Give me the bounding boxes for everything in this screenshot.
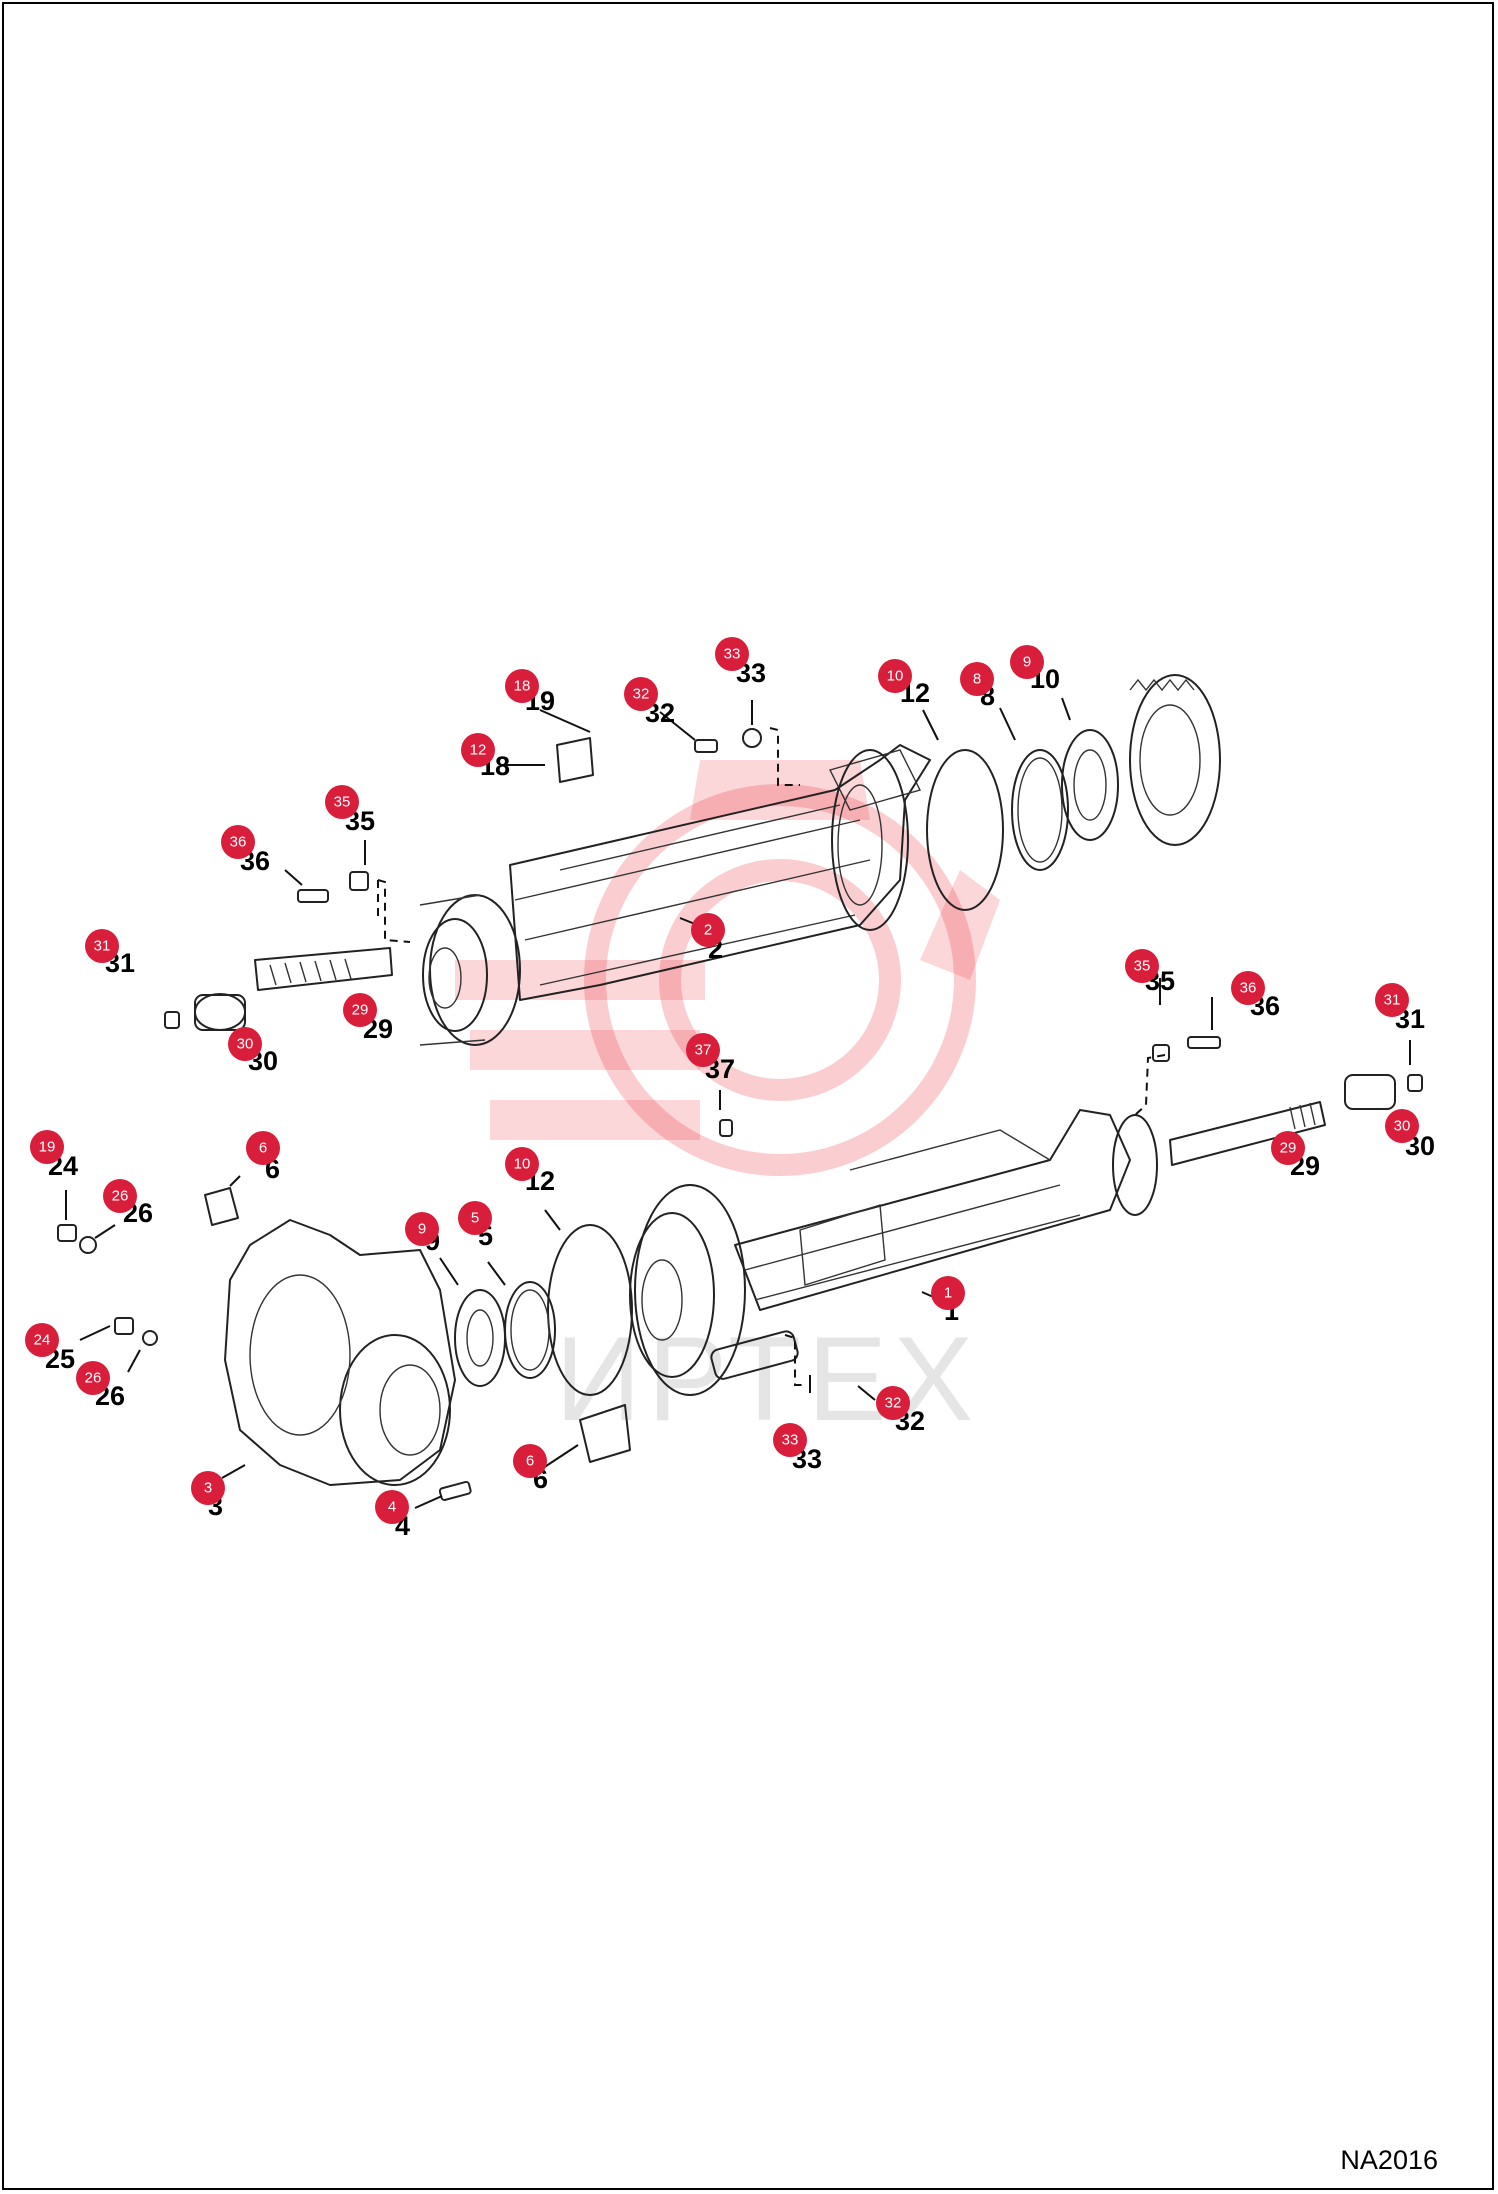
svg-text:26: 26 [85,1370,102,1387]
svg-text:29: 29 [352,1002,369,1019]
callout-10: 9 [1010,645,1044,679]
leader-lines [65,697,1411,1509]
svg-text:35: 35 [334,794,351,811]
svg-text:24: 24 [34,1332,51,1349]
svg-text:6: 6 [259,1140,267,1157]
lower-center-parts [454,1119,733,1463]
lower-axle-housing [629,1109,1158,1396]
callout-33-upper: 33 [715,637,749,671]
lower-left-differential-housing [57,1187,472,1501]
callout-25: 24 [25,1323,59,1357]
callout-29-upper: 29 [343,993,377,1027]
svg-text:9: 9 [418,1221,426,1238]
svg-text:36: 36 [1240,980,1257,997]
svg-text:30: 30 [1394,1118,1411,1135]
callout-30-upper: 30 [228,1027,262,1061]
svg-text:10: 10 [887,668,904,685]
callout-32-lower: 32 [876,1386,910,1420]
svg-text:6: 6 [526,1453,534,1470]
figure-code: NA2016 [1340,2145,1438,2175]
svg-text:30: 30 [237,1036,254,1053]
svg-text:31: 31 [1384,992,1401,1009]
svg-text:32: 32 [633,686,650,703]
callout-5: 5 [458,1201,492,1235]
svg-text:26: 26 [112,1188,129,1205]
svg-text:5: 5 [471,1210,479,1227]
svg-text:18: 18 [514,678,531,695]
callout-9: 9 [405,1212,439,1246]
svg-text:12: 12 [470,742,487,759]
upper-right-parts [926,674,1221,911]
svg-text:8: 8 [973,671,981,688]
callout-26-lower: 26 [76,1361,110,1395]
svg-text:33: 33 [724,646,741,663]
callout-19: 18 [505,669,539,703]
watermark-logo: ИРТЕХ [455,760,1000,1446]
callout-24: 19 [30,1130,64,1164]
callout-18: 12 [461,733,495,767]
callout-32-upper: 32 [624,677,658,711]
svg-text:4: 4 [388,1499,396,1516]
callout-30-lower: 30 [1385,1109,1419,1143]
upper-axle-housing [419,744,931,1046]
svg-text:35: 35 [1134,958,1151,975]
svg-text:2: 2 [704,922,712,939]
callout-8: 8 [960,662,994,696]
lower-right-small-parts [1152,1036,1423,1166]
callout-31-lower: 31 [1375,983,1409,1017]
callout-37: 37 [686,1033,720,1067]
callout-36-lower: 36 [1231,971,1265,1005]
svg-text:29: 29 [1280,1140,1297,1157]
svg-text:3: 3 [204,1480,212,1497]
callout-35-lower: 35 [1125,949,1159,983]
svg-text:1: 1 [944,1285,952,1302]
svg-text:10: 10 [514,1156,531,1173]
svg-text:33: 33 [782,1432,799,1449]
callout-12-upper: 10 [878,659,912,693]
svg-text:19: 19 [39,1139,56,1156]
svg-text:9: 9 [1023,654,1031,671]
upper-small-parts [164,728,762,1031]
callout-6-upper: 6 [246,1131,280,1165]
callout-12-lower: 10 [505,1147,539,1181]
callout-6-lower: 6 [513,1444,547,1478]
callout-2: 2 [691,913,725,947]
svg-text:31: 31 [94,938,111,955]
callout-35-upper: 35 [325,785,359,819]
callout-31-upper: 31 [85,929,119,963]
callout-4: 4 [375,1490,409,1524]
callout-29-lower: 29 [1271,1131,1305,1165]
callout-1: 1 [931,1276,965,1310]
svg-text:36: 36 [230,834,247,851]
callout-36-upper: 36 [221,825,255,859]
callout-3: 3 [191,1471,225,1505]
callout-26-upper: 26 [103,1179,137,1213]
watermark-text: ИРТЕХ [555,1312,979,1446]
svg-text:37: 37 [695,1042,712,1059]
callout-33-lower: 33 [773,1423,807,1457]
svg-text:32: 32 [885,1395,902,1412]
